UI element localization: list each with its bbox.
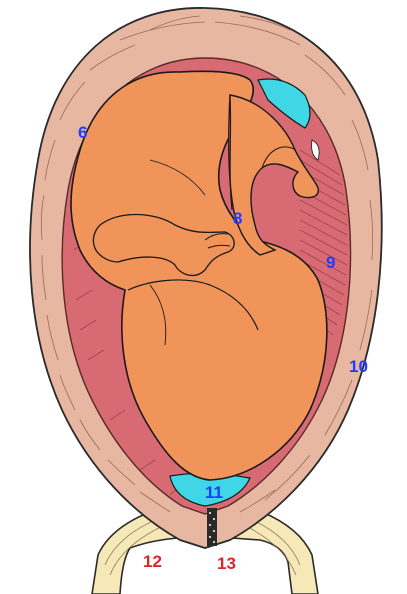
label-6: 6 — [78, 123, 87, 142]
label-9: 9 — [326, 253, 335, 272]
label-8: 8 — [233, 209, 242, 228]
cervical-mucus-plug — [207, 508, 217, 546]
label-13: 13 — [217, 554, 236, 573]
label-12: 12 — [143, 552, 162, 571]
label-10: 10 — [349, 357, 368, 376]
label-11: 11 — [205, 483, 223, 502]
